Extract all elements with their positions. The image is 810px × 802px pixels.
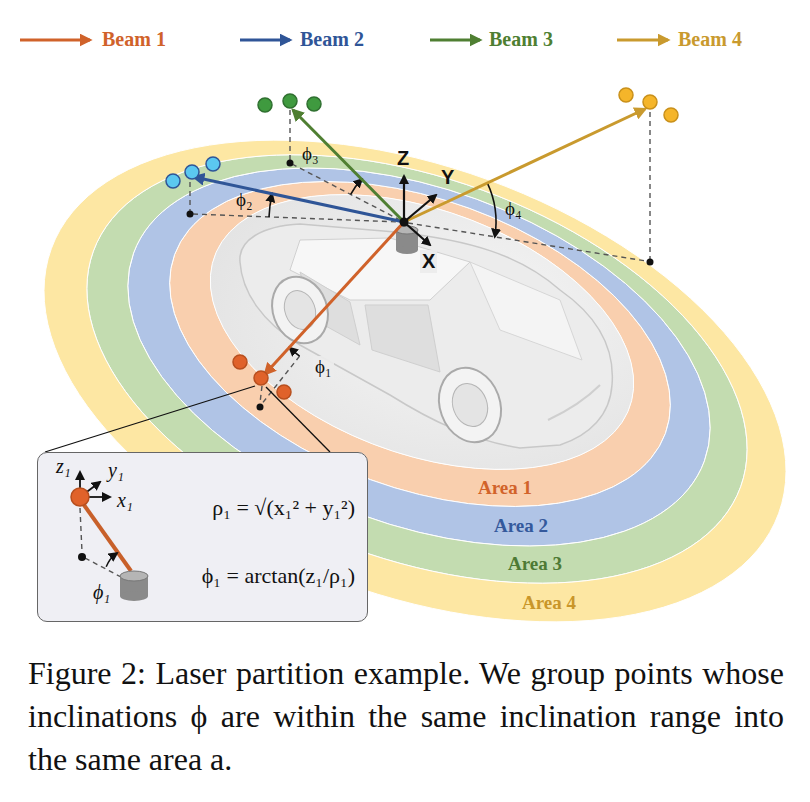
legend-label: Beam 1 (102, 28, 166, 51)
legend-label: Beam 2 (300, 28, 364, 51)
angle-label: ϕ₂ (236, 189, 253, 211)
axis-label: Y (441, 166, 454, 189)
point-cloud (166, 88, 678, 399)
angle-label: ϕ₃ (302, 143, 319, 165)
formula: ϕ₁ = arctan(z₁/ρ₁) (202, 563, 355, 588)
angle-label: ϕ₄ (505, 198, 522, 220)
angle-arcs (269, 179, 496, 356)
area-label: Area 1 (478, 477, 532, 499)
area-label: Area 3 (508, 553, 562, 575)
axis-label: X (420, 250, 437, 273)
sensor-origin (400, 218, 409, 227)
inner-ground (210, 195, 633, 470)
zoom-inset: z₁ y₁ x₁ ρ₁ = √(x₁² + y₁²) ϕ₁ ϕ₁ = arctan(z₁/… (37, 452, 368, 622)
area-label: Area 2 (494, 515, 548, 537)
zoom-leaders (45, 386, 330, 452)
figure-caption: Figure 2: Laser partition example. We gr… (28, 652, 784, 781)
formula: ρ₁ = √(x₁² + y₁²) (212, 495, 355, 520)
legend-label: Beam 4 (678, 28, 742, 51)
math-symbol: z₁ (56, 455, 71, 478)
math-symbol: ϕ₁ (93, 581, 110, 604)
axis-label: Z (397, 147, 409, 170)
laser-beams (194, 109, 645, 374)
math-symbol: y₁ (108, 459, 124, 482)
projection-dots (187, 160, 654, 411)
inset-ground (37, 452, 368, 622)
sensor-axes (404, 176, 436, 245)
projection-lines (190, 110, 650, 403)
math-symbol: x₁ (117, 489, 133, 512)
area-label: Area 4 (522, 592, 576, 614)
legend-label: Beam 3 (489, 28, 553, 51)
angle-label: ϕ₁ (313, 356, 334, 378)
